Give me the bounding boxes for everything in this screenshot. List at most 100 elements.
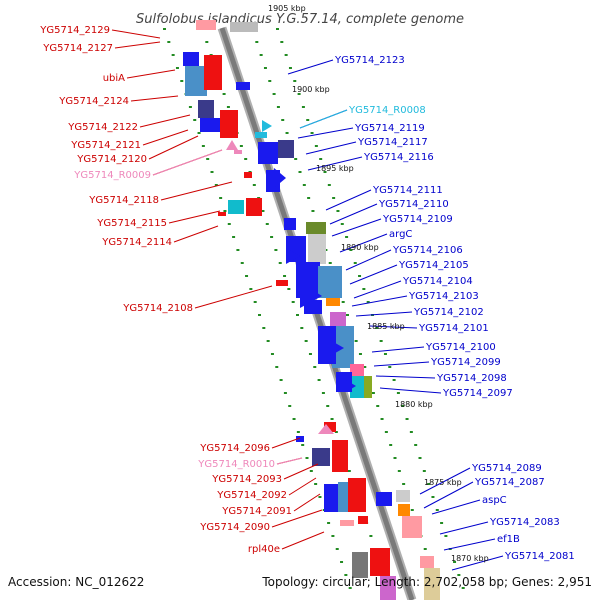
track-dot	[358, 275, 362, 277]
gene-label[interactable]: YG5714_2106	[392, 245, 463, 256]
gene-block	[364, 376, 372, 398]
gene-label[interactable]: YG5714_2098	[436, 373, 507, 384]
gene-label[interactable]: YG5714_2108	[122, 303, 193, 314]
gene-label[interactable]: ef1B	[497, 534, 520, 545]
gene-label[interactable]: YG5714_2119	[354, 123, 425, 134]
track-dot	[427, 483, 431, 485]
gene-label[interactable]: YG5714_2096	[199, 443, 270, 454]
gene-features	[183, 20, 440, 600]
gene-label[interactable]: YG5714_2114	[101, 237, 172, 248]
gene-block	[306, 222, 326, 234]
connector-line	[173, 225, 219, 243]
gene-block	[230, 22, 258, 32]
gene-block	[340, 520, 354, 526]
track-dot	[375, 327, 379, 329]
connector-line	[351, 295, 408, 307]
label-connectors	[111, 29, 504, 571]
connector-line	[443, 538, 496, 551]
connector-line	[373, 361, 430, 367]
gene-label[interactable]: YG5714_2105	[398, 260, 469, 271]
track-dot	[281, 119, 285, 121]
gene-label[interactable]: YG5714_2110	[378, 199, 449, 210]
gene-label[interactable]: ubiA	[103, 73, 125, 84]
track-dot	[308, 353, 312, 355]
track-dot	[180, 80, 184, 82]
gene-block	[348, 478, 366, 512]
gene-label[interactable]: YG5714_2124	[58, 96, 129, 107]
connector-line	[299, 109, 348, 129]
connector-line	[307, 156, 363, 171]
gene-label[interactable]: YG5714_2102	[413, 307, 484, 318]
connector-line	[293, 493, 321, 512]
connector-line	[345, 249, 392, 271]
gene-block	[183, 52, 199, 66]
track-dot	[283, 392, 287, 394]
gene-label[interactable]: argC	[389, 229, 412, 240]
gene-label[interactable]: YG5714_R0008	[348, 105, 426, 116]
track-dot	[371, 392, 375, 394]
kbp-label: 1905 kbp	[268, 4, 306, 13]
track-dot	[326, 405, 330, 407]
gene-label[interactable]: YG5714_2092	[216, 490, 287, 501]
kbp-label: 1895 kbp	[316, 164, 354, 173]
gene-label[interactable]: YG5714_2127	[42, 43, 113, 54]
track-dot	[270, 236, 274, 238]
gene-label[interactable]: YG5714_2091	[221, 506, 292, 517]
gene-label[interactable]: YG5714_2100	[425, 342, 496, 353]
gene-label[interactable]: YG5714_2111	[372, 185, 443, 196]
track-dot	[366, 301, 370, 303]
track-dot	[301, 106, 305, 108]
gene-label[interactable]: YG5714_2097	[442, 388, 513, 399]
track-dot	[301, 444, 305, 446]
connector-line	[283, 463, 319, 480]
track-dot	[239, 145, 243, 147]
track-dot	[258, 314, 261, 316]
gene-label[interactable]: YG5714_2117	[357, 137, 428, 148]
gene-label[interactable]: YG5714_2129	[39, 25, 110, 36]
gene-block	[324, 422, 336, 432]
gene-arrow	[286, 248, 300, 264]
gene-label[interactable]: YG5714_2118	[88, 195, 159, 206]
connector-line	[139, 114, 191, 128]
gene-label[interactable]: YG5714_2099	[430, 357, 501, 368]
track-dot	[253, 301, 257, 303]
gene-label[interactable]: YG5714_R0009	[73, 170, 151, 181]
gene-label[interactable]: YG5714_2116	[363, 152, 434, 163]
track-dot	[423, 548, 427, 550]
track-dot	[348, 587, 352, 589]
track-dot	[363, 366, 367, 368]
gene-label[interactable]: YG5714_2090	[199, 522, 270, 533]
gene-label[interactable]: YG5714_2123	[334, 55, 405, 66]
gene-label[interactable]: YG5714_2083	[489, 517, 560, 528]
track-dot	[288, 405, 292, 407]
track-dot	[328, 262, 332, 264]
track-dot	[223, 210, 227, 212]
gene-label[interactable]: YG5714_2115	[96, 218, 167, 229]
gene-label[interactable]: YG5714_2101	[418, 323, 489, 334]
gene-label[interactable]: YG5714_2120	[76, 154, 147, 165]
gene-label[interactable]: YG5714_2109	[382, 214, 453, 225]
track-dot	[309, 470, 313, 472]
gene-label[interactable]: YG5714_2121	[70, 140, 141, 151]
track-dot	[261, 210, 265, 212]
gene-label[interactable]: YG5714_2089	[471, 463, 542, 474]
gene-block	[185, 66, 207, 96]
track-dot	[300, 327, 304, 329]
gene-block	[196, 20, 216, 30]
gene-label[interactable]: YG5714_2093	[211, 474, 282, 485]
track-dot	[236, 249, 240, 251]
gene-label[interactable]: YG5714_2103	[408, 291, 479, 302]
gene-label[interactable]: YG5714_R0010	[197, 459, 275, 470]
gene-label[interactable]: YG5714_2081	[504, 551, 575, 562]
track-dot	[210, 171, 214, 173]
connector-line	[114, 41, 161, 49]
track-dot	[435, 509, 439, 511]
track-dot	[283, 275, 287, 277]
gene-label[interactable]: rpl40e	[248, 544, 280, 555]
gene-label[interactable]: YG5714_2104	[402, 276, 473, 287]
track-dot	[362, 288, 366, 290]
connector-line	[276, 457, 303, 465]
gene-label[interactable]: YG5714_2087	[474, 477, 545, 488]
gene-label[interactable]: aspC	[482, 495, 507, 506]
gene-label[interactable]: YG5714_2122	[67, 122, 138, 133]
